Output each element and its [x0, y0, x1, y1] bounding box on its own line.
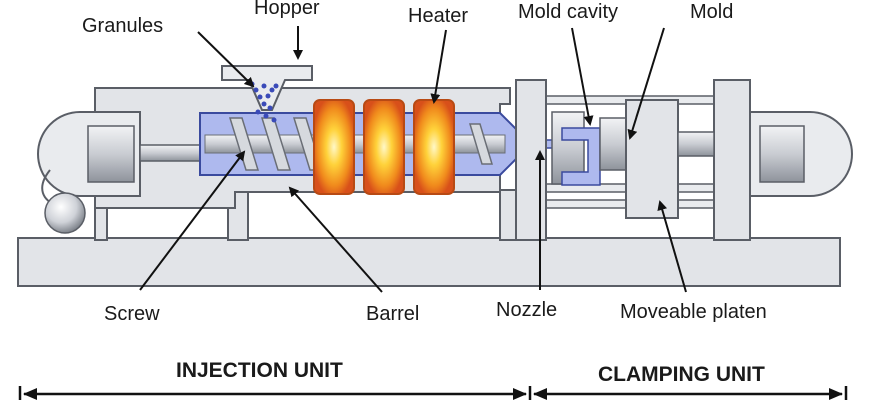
- injection-cylinder: [37, 111, 206, 197]
- label-mold-cavity: Mold cavity: [518, 1, 618, 23]
- leader-arrows: [139, 26, 687, 293]
- clamping-cylinder: [749, 111, 853, 197]
- label-granules: Granules: [82, 15, 163, 37]
- section-dimensions: INJECTION UNIT CLAMPING UNIT: [18, 359, 848, 400]
- section-injection-unit: INJECTION UNIT: [176, 359, 343, 382]
- label-nozzle: Nozzle: [496, 299, 557, 321]
- mold: [551, 111, 627, 186]
- label-mold: Mold: [690, 1, 733, 23]
- motor-ball: [41, 169, 86, 234]
- label-moveable-platen: Moveable platen: [620, 301, 767, 323]
- label-barrel: Barrel: [366, 303, 419, 325]
- heater-bands: [313, 99, 455, 195]
- label-screw: Screw: [104, 303, 160, 325]
- section-clamping-unit: CLAMPING UNIT: [598, 363, 765, 386]
- label-heater: Heater: [408, 5, 468, 27]
- label-hopper: Hopper: [254, 0, 320, 19]
- labels: Granules Hopper Heater Mold cavity Mold …: [82, 0, 767, 325]
